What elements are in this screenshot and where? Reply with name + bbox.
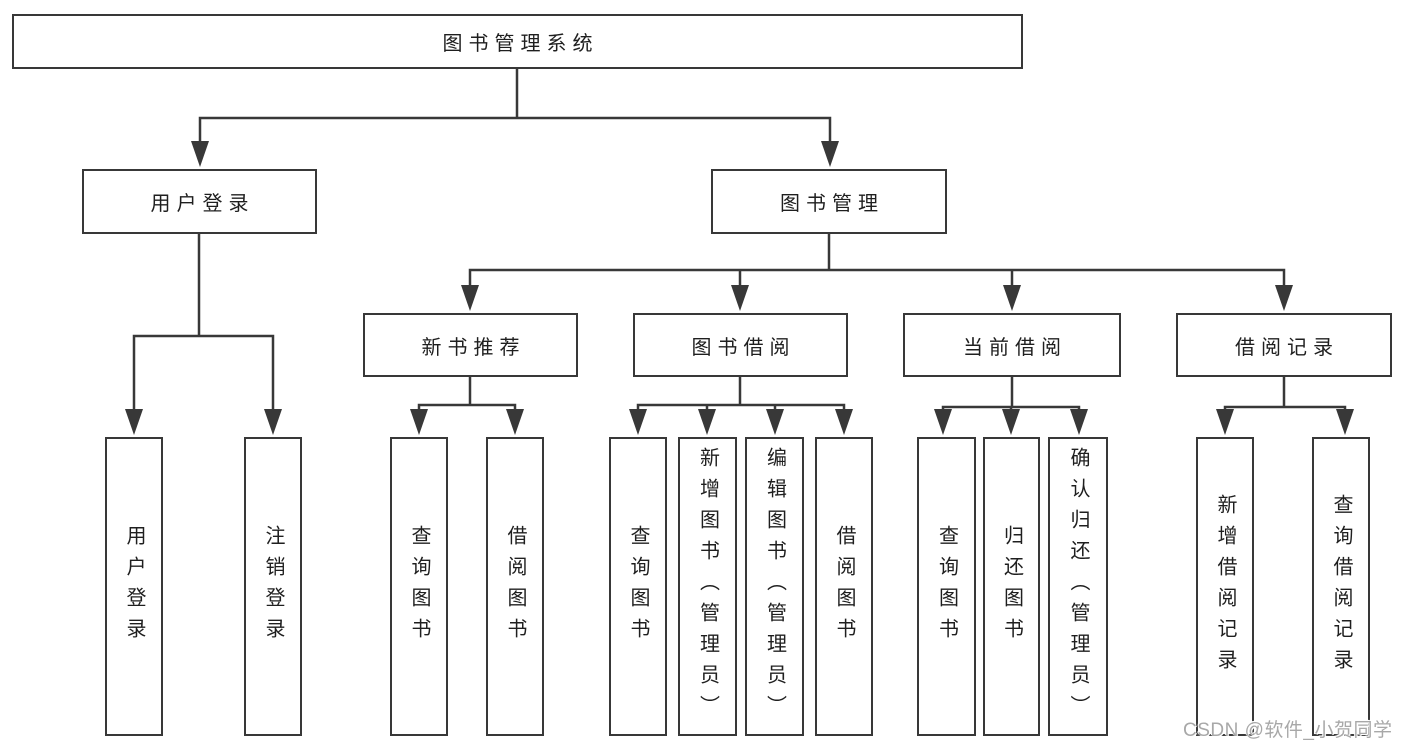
leaf-label: 新增借阅记录 [1214, 493, 1236, 680]
node-label: 当前借阅 [963, 336, 1067, 359]
node-book-management: 图书管理 [711, 169, 947, 234]
node-borrowing-records: 借阅记录 [1176, 313, 1392, 377]
node-user-login: 用户登录 [82, 169, 317, 234]
leaf-borrow-books-recommend: 借阅图书 [486, 437, 544, 736]
leaf-label: 注销登录 [262, 524, 284, 649]
leaf-edit-book-admin: 编辑图书（管理员） [745, 437, 804, 736]
leaf-add-book-admin: 新增图书（管理员） [678, 437, 737, 736]
leaf-borrow-books: 借阅图书 [815, 437, 873, 736]
leaf-query-books-recommend: 查询图书 [390, 437, 448, 736]
node-book-borrowing: 图书借阅 [633, 313, 848, 377]
node-label: 用户登录 [150, 193, 255, 215]
csdn-watermark: CSDN @软件_小贺同学 [1183, 720, 1393, 741]
leaf-label: 查询图书 [935, 524, 958, 649]
node-new-book-recommendation: 新书推荐 [363, 313, 578, 377]
leaf-label: 查询图书 [627, 524, 649, 649]
leaf-label: 借阅图书 [833, 524, 855, 649]
leaf-logout: 注销登录 [244, 437, 302, 736]
leaf-return-books: 归还图书 [983, 437, 1040, 736]
node-label: 新书推荐 [421, 336, 526, 359]
node-current-borrowing: 当前借阅 [903, 313, 1121, 377]
leaf-label: 借阅图书 [504, 524, 526, 649]
leaf-label: 编辑图书（管理员） [763, 447, 786, 726]
leaf-label: 用户登录 [123, 524, 145, 649]
leaf-label: 确认归还（管理员） [1067, 447, 1089, 726]
node-label: 借阅记录 [1235, 336, 1339, 359]
leaf-label: 归还图书 [1000, 524, 1023, 649]
leaf-query-books-current: 查询图书 [917, 437, 976, 736]
leaf-query-borrow-record: 查询借阅记录 [1312, 437, 1370, 736]
node-library-management-system: 图书管理系统 [12, 14, 1023, 69]
node-label: 图书管理 [780, 193, 884, 215]
node-label: 图书管理系统 [442, 33, 599, 55]
leaf-add-borrow-record: 新增借阅记录 [1196, 437, 1254, 736]
leaf-confirm-return-admin: 确认归还（管理员） [1048, 437, 1108, 736]
leaf-label: 新增图书（管理员） [696, 447, 719, 726]
leaf-user-login: 用户登录 [105, 437, 163, 736]
leaf-label: 查询图书 [408, 524, 430, 649]
leaf-query-books-borrowing: 查询图书 [609, 437, 667, 736]
leaf-label: 查询借阅记录 [1330, 493, 1352, 680]
node-label: 图书借阅 [691, 336, 796, 359]
